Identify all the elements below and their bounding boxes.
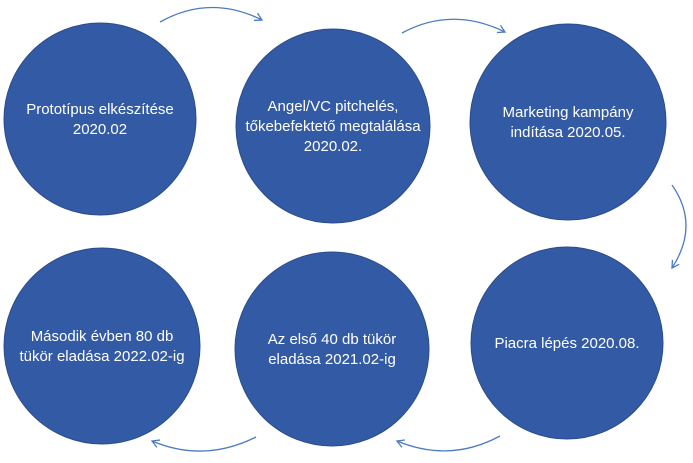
step-6-circle xyxy=(3,247,201,445)
step-4-text-line-1: Piacra lépés 2020.08. xyxy=(494,335,639,352)
step-2: Angel/VC pitchelés, tőkebefektető megtalá… xyxy=(235,28,431,224)
step-4: Piacra lépés 2020.08. xyxy=(470,246,664,440)
arrow-step4-to-step5 xyxy=(395,435,501,452)
step-2-text-line-2: tőkebefektető megtalálása xyxy=(245,118,421,135)
step-4-circle xyxy=(470,246,664,440)
step-5: Az első 40 db tükör eladása 2021.02-ig xyxy=(234,251,430,447)
step-3-circle xyxy=(469,23,667,221)
step-3: Marketing kampány indítása 2020.05. xyxy=(469,23,667,221)
step-1-text: Prototípus elkészítése 2020.02 xyxy=(26,101,174,138)
step-4-text: Piacra lépés 2020.08. xyxy=(494,335,639,352)
step-3-text-line-2: indítása 2020.05. xyxy=(510,124,625,141)
arrow-step1-to-step2 xyxy=(159,6,264,23)
step-1-text-line-1: Prototípus elkészítése xyxy=(26,101,174,118)
step-2-text-line-3: 2020.02. xyxy=(304,138,362,155)
step-1: Prototípus elkészítése 2020.02 xyxy=(3,22,197,216)
step-2-circle xyxy=(235,28,431,224)
arrow-step2-to-step3 xyxy=(401,18,507,34)
step-5-text-line-1: Az első 40 db tükör xyxy=(268,331,396,348)
arrow-step3-to-step4 xyxy=(671,184,687,270)
step-5-text: Az első 40 db tükör eladása 2021.02-ig xyxy=(268,331,396,368)
step-1-text-line-2: 2020.02 xyxy=(73,121,127,138)
step-6-text-line-2: tükör eladása 2022.02-ig xyxy=(19,348,184,365)
arrow-step5-to-step6 xyxy=(150,436,257,452)
step-5-text-line-2: eladása 2021.02-ig xyxy=(268,351,396,368)
step-6: Második évben 80 db tükör eladása 2022.02… xyxy=(3,247,201,445)
step-5-circle xyxy=(234,251,430,447)
step-1-circle xyxy=(3,22,197,216)
step-3-text: Marketing kampány indítása 2020.05. xyxy=(503,104,634,141)
step-6-text-line-1: Második évben 80 db xyxy=(31,328,174,345)
step-3-text-line-1: Marketing kampány xyxy=(503,104,634,121)
step-6-text: Második évben 80 db tükör eladása 2022.02… xyxy=(19,328,184,365)
step-2-text-line-1: Angel/VC pitchelés, xyxy=(268,98,399,115)
step-2-text: Angel/VC pitchelés, tőkebefektető megtalá… xyxy=(245,98,421,155)
